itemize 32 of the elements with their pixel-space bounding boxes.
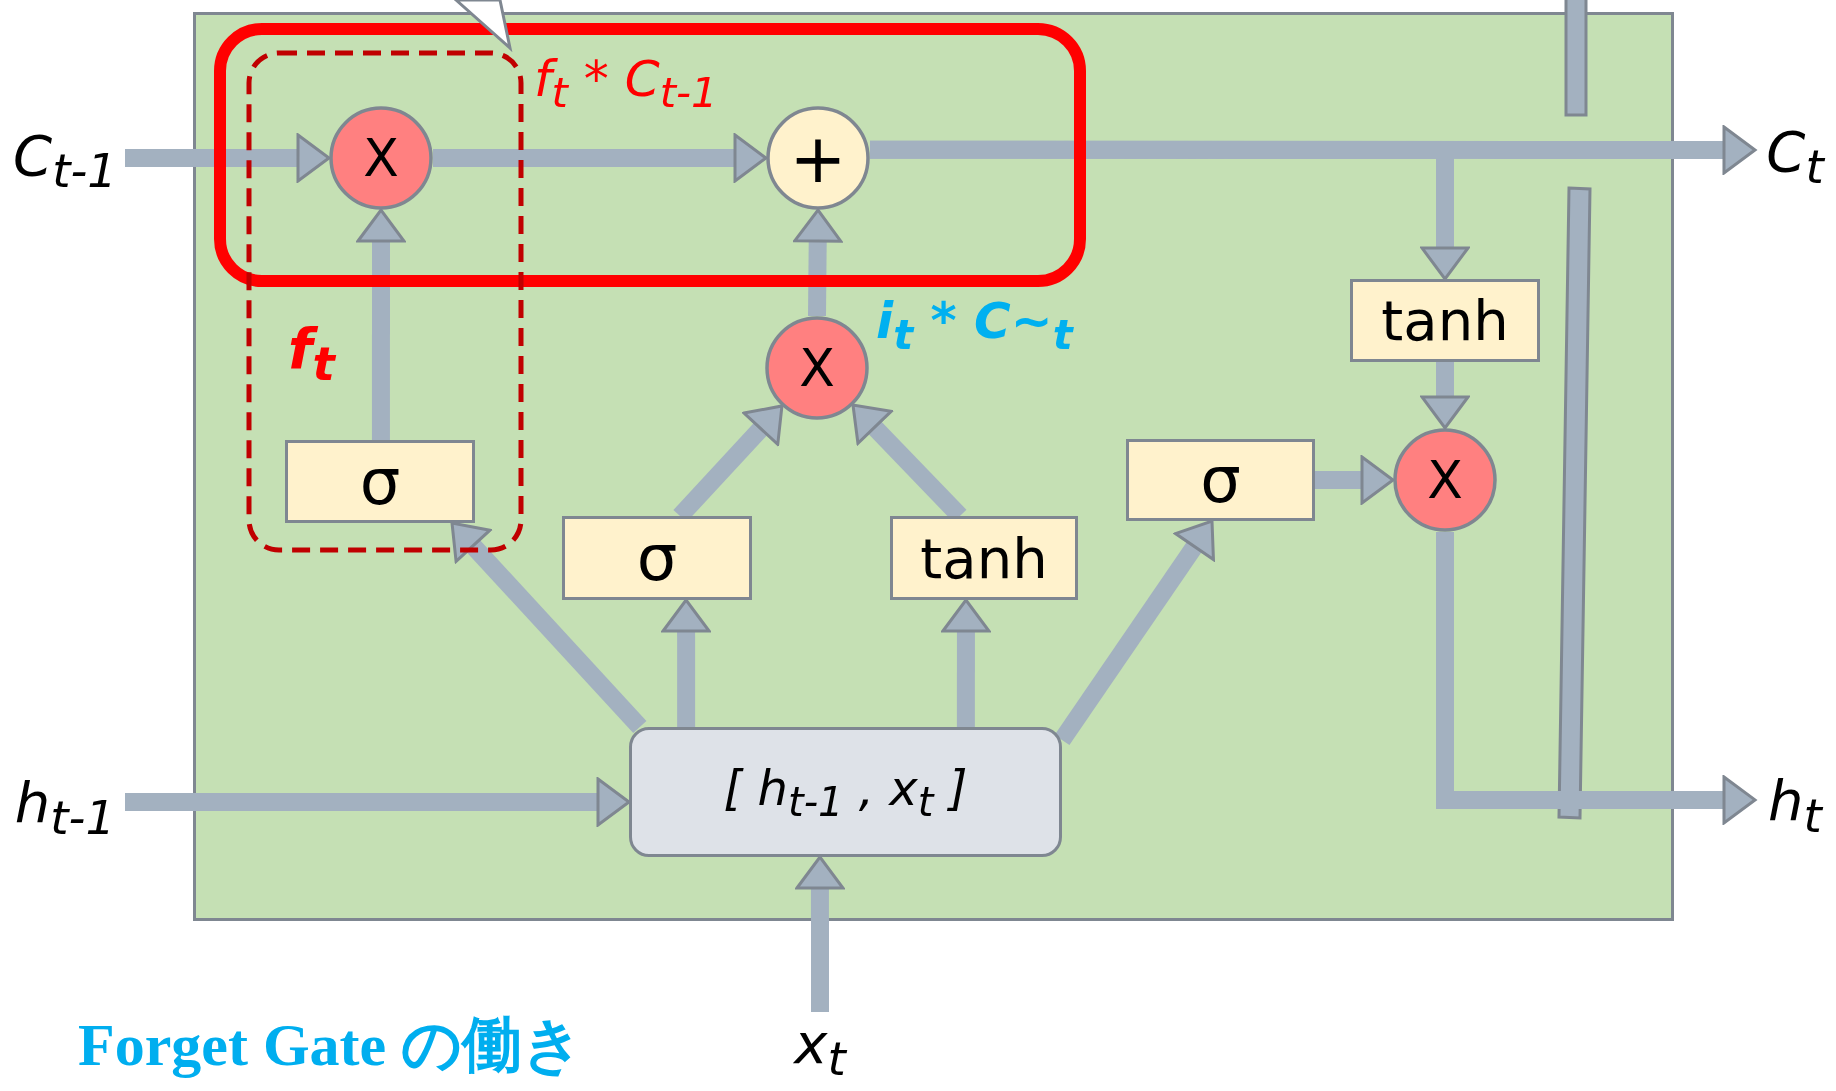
variable-label: h$_{t-1}$ [5,768,125,848]
cell-box [193,12,1674,921]
title: Forget Gate の働き [78,1011,584,1080]
variable-label: h$_{t}$ [1755,768,1835,844]
multiply-circle: X [329,106,433,210]
variable-label: C$_{t-1}$ [5,126,125,196]
arrow [1420,362,1470,430]
arrow [356,208,406,440]
concat-box: [ h$_{t-1}$ , x$_{t}$ ] [629,727,1062,857]
tanh-box: tanh [1350,279,1540,362]
arrow [941,598,991,728]
arrow [661,598,711,728]
variable-label: C$_{t}$ [1755,122,1835,192]
arrow [1315,455,1395,505]
sigmoid-box: σ [1126,439,1315,521]
add-circle: + [766,106,870,210]
multiply-circle: X [1393,428,1497,532]
edge-label: f$_{t}$ [288,316,335,392]
sigmoid-box: σ [562,516,752,600]
arrow [793,208,843,317]
arrow [795,855,845,1012]
variable-label: x$_{t}$ [780,1012,860,1086]
edge-label: i$_{t}$ * C~$_{t}$ [876,292,1073,359]
arrow [125,133,331,183]
arrow [870,140,1470,281]
tanh-box: tanh [890,516,1078,600]
arrow [125,777,631,827]
edge-label: f$_{t}$ * C$_{t-1}$ [534,50,718,117]
sigmoid-box: σ [285,440,475,523]
arrow [1436,532,1757,825]
arrow [433,133,768,183]
multiply-circle: X [765,316,869,420]
